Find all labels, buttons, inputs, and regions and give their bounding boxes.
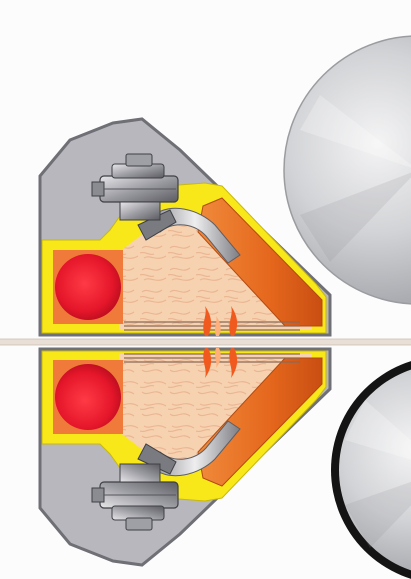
- upper-heater-block: [53, 250, 123, 324]
- lower-heater-block: [53, 360, 123, 434]
- paper-web-line: [0, 339, 411, 345]
